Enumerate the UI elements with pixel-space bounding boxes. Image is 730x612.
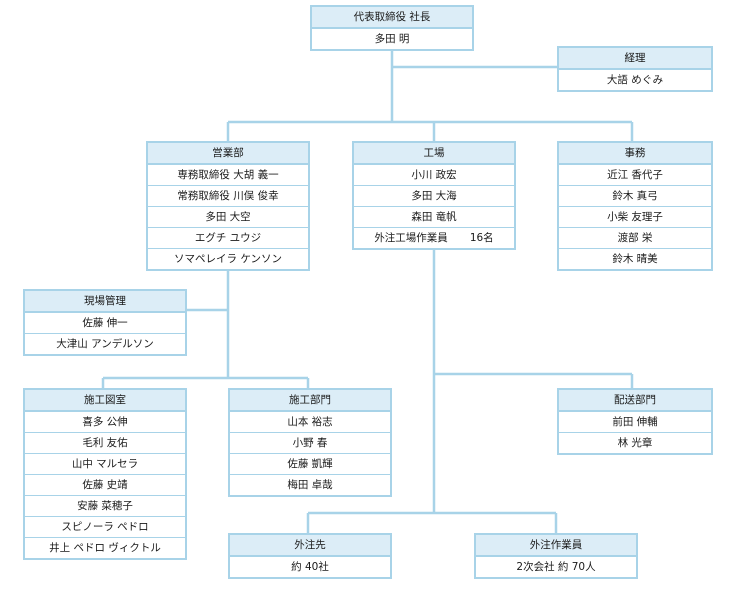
contract-workers-count: 2次会社 約 70人 (516, 561, 596, 573)
factory-member: 多田 大海 (354, 186, 514, 207)
contract-workers-title: 外注作業員 (476, 535, 636, 557)
drafting-member: 喜多 公伸 (25, 412, 185, 433)
drafting-member: 山中 マルセラ (25, 454, 185, 475)
office-member: 鈴木 晴美 (612, 253, 658, 265)
factory-outsourced-label: 外注工場作業員 (374, 232, 448, 244)
factory-title: 工場 (354, 143, 514, 165)
delivery-member: 林 光章 (617, 437, 653, 449)
finance-box: 経理 大語 めぐみ (557, 46, 713, 92)
site-management-member: 大津山 アンデルソン (56, 338, 154, 350)
construction-box: 施工部門 山本 裕志 小野 春 佐藤 凱輝 梅田 卓哉 (228, 388, 392, 497)
site-management-box: 現場管理 佐藤 伸一 大津山 アンデルソン (23, 289, 187, 356)
drafting-member: 井上 ペドロ ヴィクトル (49, 542, 161, 554)
sales-member: ソマペレイラ ケンソン (173, 253, 283, 265)
delivery-member: 前田 伸輔 (559, 412, 711, 433)
sales-box: 営業部 専務取締役 大胡 義一 常務取締役 川俣 俊幸 多田 大空 エグチ ユウ… (146, 141, 310, 271)
drafting-member: 佐藤 史靖 (25, 475, 185, 496)
office-title: 事務 (559, 143, 711, 165)
finance-title: 経理 (559, 48, 711, 70)
delivery-title: 配送部門 (559, 390, 711, 412)
office-box: 事務 近江 香代子 鈴木 真弓 小柴 友理子 渡部 栄 鈴木 晴美 (557, 141, 713, 271)
sales-member: 専務取締役 大胡 義一 (148, 165, 308, 186)
office-member: 小柴 友理子 (559, 207, 711, 228)
sales-member: 多田 大空 (148, 207, 308, 228)
drafting-member: スピノーラ ペドロ (25, 517, 185, 538)
drafting-title: 施工図室 (25, 390, 185, 412)
delivery-box: 配送部門 前田 伸輔 林 光章 (557, 388, 713, 455)
subcontractors-box: 外注先 約 40社 (228, 533, 392, 579)
drafting-member: 安藤 菜穂子 (25, 496, 185, 517)
factory-member: 森田 竜帆 (354, 207, 514, 228)
factory-box: 工場 小川 政宏 多田 大海 森田 竜帆 外注工場作業員 16名 (352, 141, 516, 250)
office-member: 近江 香代子 (559, 165, 711, 186)
construction-member: 梅田 卓哉 (287, 479, 333, 491)
ceo-title: 代表取締役 社長 (312, 7, 472, 29)
factory-outsourced-count: 16名 (469, 232, 494, 244)
factory-member: 小川 政宏 (354, 165, 514, 186)
factory-outsourced-row: 外注工場作業員 16名 (354, 228, 514, 248)
site-management-title: 現場管理 (25, 291, 185, 313)
site-management-member: 佐藤 伸一 (25, 313, 185, 334)
finance-member: 大語 めぐみ (606, 74, 664, 86)
ceo-member: 多田 明 (374, 33, 410, 45)
sales-member: 常務取締役 川俣 俊幸 (148, 186, 308, 207)
sales-member: エグチ ユウジ (148, 228, 308, 249)
subcontractors-count: 約 40社 (291, 561, 329, 573)
subcontractors-title: 外注先 (230, 535, 390, 557)
drafting-member: 毛利 友佑 (25, 433, 185, 454)
contract-workers-box: 外注作業員 2次会社 約 70人 (474, 533, 638, 579)
construction-member: 小野 春 (230, 433, 390, 454)
office-member: 渡部 栄 (559, 228, 711, 249)
construction-title: 施工部門 (230, 390, 390, 412)
sales-title: 営業部 (148, 143, 308, 165)
office-member: 鈴木 真弓 (559, 186, 711, 207)
construction-member: 佐藤 凱輝 (230, 454, 390, 475)
ceo-box: 代表取締役 社長 多田 明 (310, 5, 474, 51)
construction-member: 山本 裕志 (230, 412, 390, 433)
drafting-box: 施工図室 喜多 公伸 毛利 友佑 山中 マルセラ 佐藤 史靖 安藤 菜穂子 スピ… (23, 388, 187, 560)
